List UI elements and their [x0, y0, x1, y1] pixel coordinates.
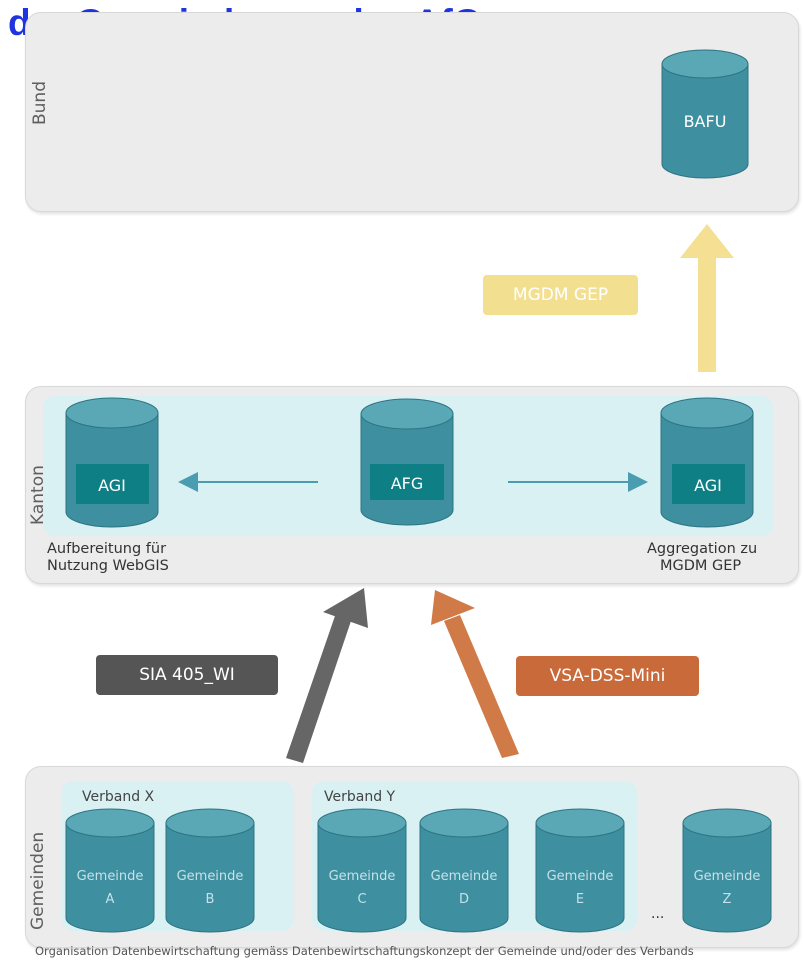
- bafu-label: BAFU: [684, 112, 727, 131]
- footer-note: Organisation Datenbewirtschaftung gemäss…: [35, 944, 694, 958]
- gemeinde-d-database-icon: Gemeinde D: [419, 808, 509, 933]
- caption-left-line1: Aufbereitung für: [47, 541, 167, 557]
- gemeinde-z-database-icon: Gemeinde Z: [682, 808, 772, 933]
- agi-left-label: AGI: [98, 476, 126, 495]
- caption-left-line2: Nutzung WebGIS: [47, 558, 169, 574]
- gemeinde-c-name: Gemeinde: [329, 869, 396, 884]
- gemeinde-d-name: Gemeinde: [431, 869, 498, 884]
- mgdm-gep-label: MGDM GEP: [483, 275, 638, 315]
- gemeinde-c-letter: C: [357, 892, 366, 907]
- sia-arrow: [286, 588, 368, 763]
- afg-database-icon: AFG: [360, 398, 454, 526]
- ellipsis-label: ...: [651, 906, 664, 922]
- gemeinde-z-letter: Z: [723, 892, 732, 907]
- agi-left-database-icon: AGI: [65, 397, 159, 528]
- mgdm-arrow: [680, 224, 734, 372]
- caption-right-line2: MGDM GEP: [660, 558, 742, 574]
- gemeinde-b-database-icon: Gemeinde B: [165, 808, 255, 933]
- gemeinde-d-letter: D: [459, 892, 469, 907]
- gemeinde-b-name: Gemeinde: [177, 869, 244, 884]
- gemeinde-e-name: Gemeinde: [547, 869, 614, 884]
- gemeinde-a-database-icon: Gemeinde A: [65, 808, 155, 933]
- gemeinde-z-name: Gemeinde: [694, 869, 761, 884]
- agi-right-label: AGI: [694, 476, 722, 495]
- verband-y-label: Verband Y: [324, 789, 396, 805]
- sia-405-wi-label: SIA 405_WI: [96, 655, 278, 695]
- afg-label: AFG: [391, 474, 424, 493]
- caption-right-line1: Aggregation zu: [647, 541, 758, 557]
- gemeinde-a-letter: A: [106, 892, 115, 907]
- gemeinde-b-letter: B: [206, 892, 215, 907]
- vsa-dss-mini-label: VSA-DSS-Mini: [516, 656, 699, 696]
- agi-right-database-icon: AGI: [660, 397, 754, 528]
- verband-x-label: Verband X: [82, 789, 155, 805]
- vsa-arrow: [431, 590, 519, 758]
- bafu-database-icon: BAFU: [661, 49, 749, 179]
- gemeinde-e-database-icon: Gemeinde E: [535, 808, 625, 933]
- gemeinde-e-letter: E: [576, 892, 584, 907]
- gemeinde-a-name: Gemeinde: [77, 869, 144, 884]
- gemeinde-c-database-icon: Gemeinde C: [317, 808, 407, 933]
